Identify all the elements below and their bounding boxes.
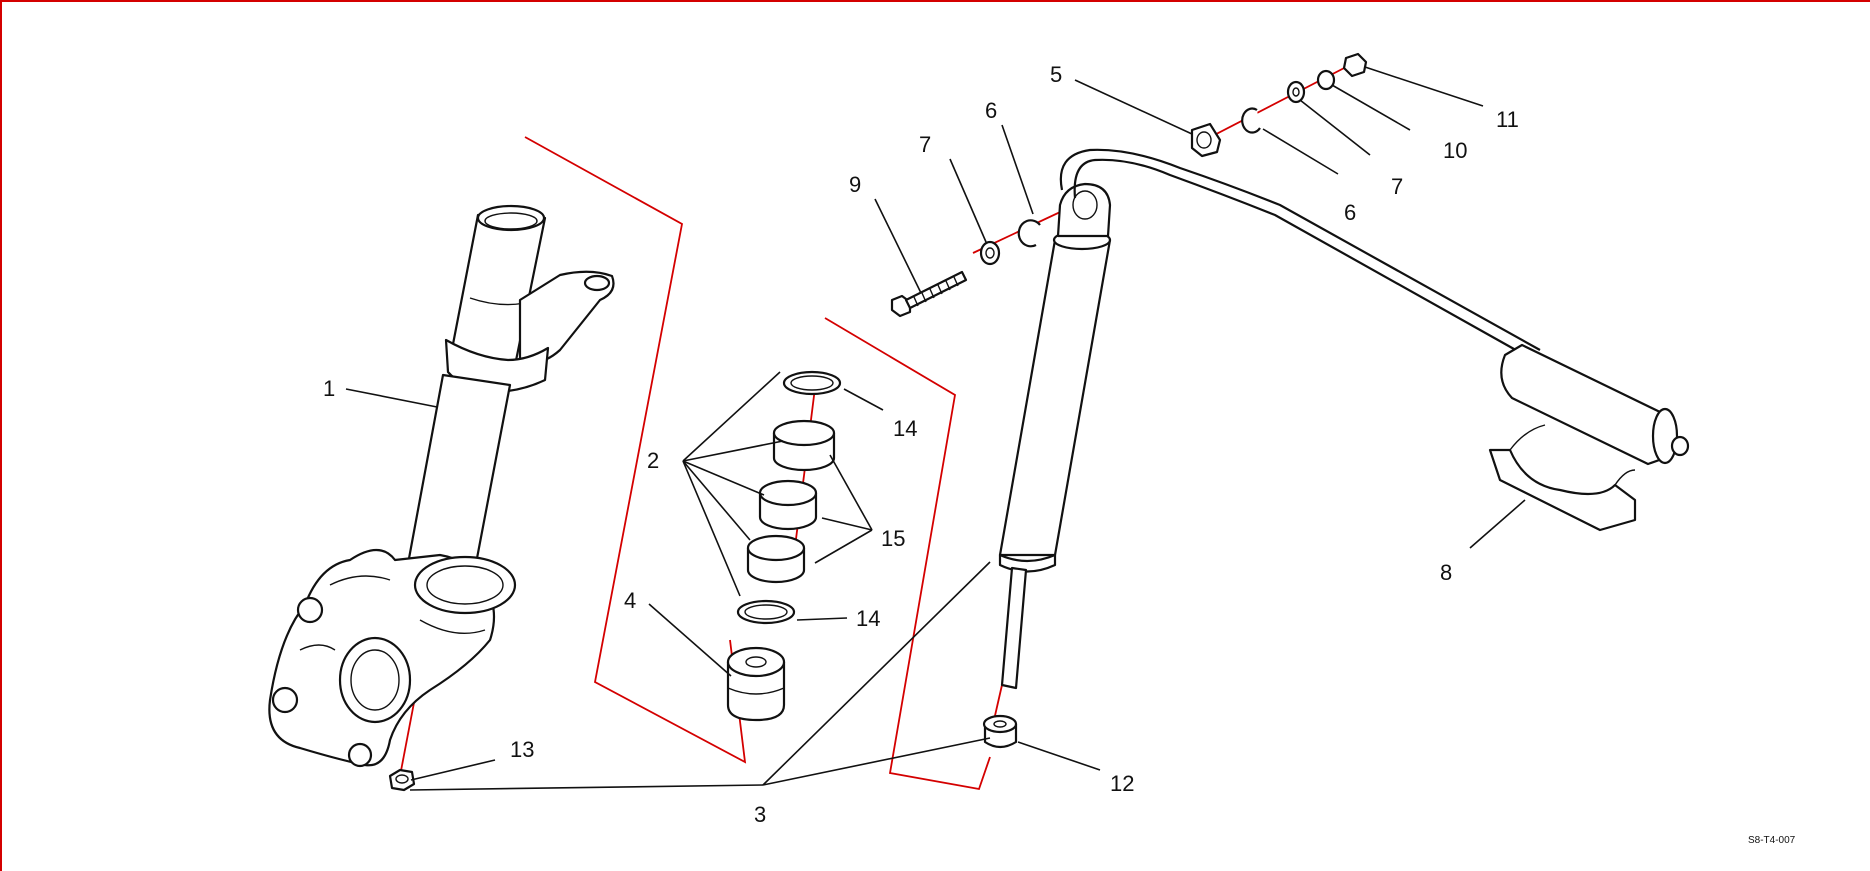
bushing-stack xyxy=(726,370,842,722)
callout-1: 1 xyxy=(323,376,335,401)
callout-8: 8 xyxy=(1440,560,1452,585)
callout-13: 13 xyxy=(510,737,534,762)
right-hardware-stack xyxy=(1190,52,1368,158)
callout-10: 10 xyxy=(1443,138,1467,163)
callout-4: 4 xyxy=(624,588,636,613)
callout-6-left: 6 xyxy=(985,98,997,123)
part-1-steering-knuckle xyxy=(268,204,615,768)
part-13-nut xyxy=(388,768,416,792)
leader-lines xyxy=(345,66,1526,791)
callout-11: 11 xyxy=(1496,107,1519,132)
callout-7-right: 7 xyxy=(1391,174,1403,199)
part-10-washer xyxy=(1316,69,1336,91)
part-6-clip-right xyxy=(1241,107,1261,134)
callout-labels: 1 2 3 4 5 6 7 9 6 7 10 11 14 15 14 8 13 … xyxy=(323,62,1796,846)
part-4-bushing xyxy=(726,660,786,722)
shock-absorber xyxy=(982,182,1112,749)
callout-9: 9 xyxy=(849,172,861,197)
callout-14-bottom: 14 xyxy=(856,606,880,631)
callout-5: 5 xyxy=(1050,62,1062,87)
callout-12: 12 xyxy=(1110,771,1134,796)
part-9-bolt-assembly xyxy=(890,219,1041,318)
part-8-bracket xyxy=(1488,424,1637,532)
callout-7-left: 7 xyxy=(919,132,931,157)
part-6-clip-left xyxy=(1017,219,1041,248)
reservoir-and-hose xyxy=(1059,148,1690,466)
part-11-nut xyxy=(1342,52,1368,78)
part-7-washer-left xyxy=(979,240,1001,266)
callout-14-top: 14 xyxy=(893,416,917,441)
callout-15: 15 xyxy=(881,526,905,551)
drawing-code: S8-T4-007 xyxy=(1748,835,1796,846)
assembly-lines xyxy=(399,64,1351,791)
callout-6-right: 6 xyxy=(1344,200,1356,225)
callout-2: 2 xyxy=(647,448,659,473)
part-5-bushing xyxy=(1190,122,1222,158)
callout-3: 3 xyxy=(754,802,766,827)
part-7-washer-right xyxy=(1286,80,1306,104)
